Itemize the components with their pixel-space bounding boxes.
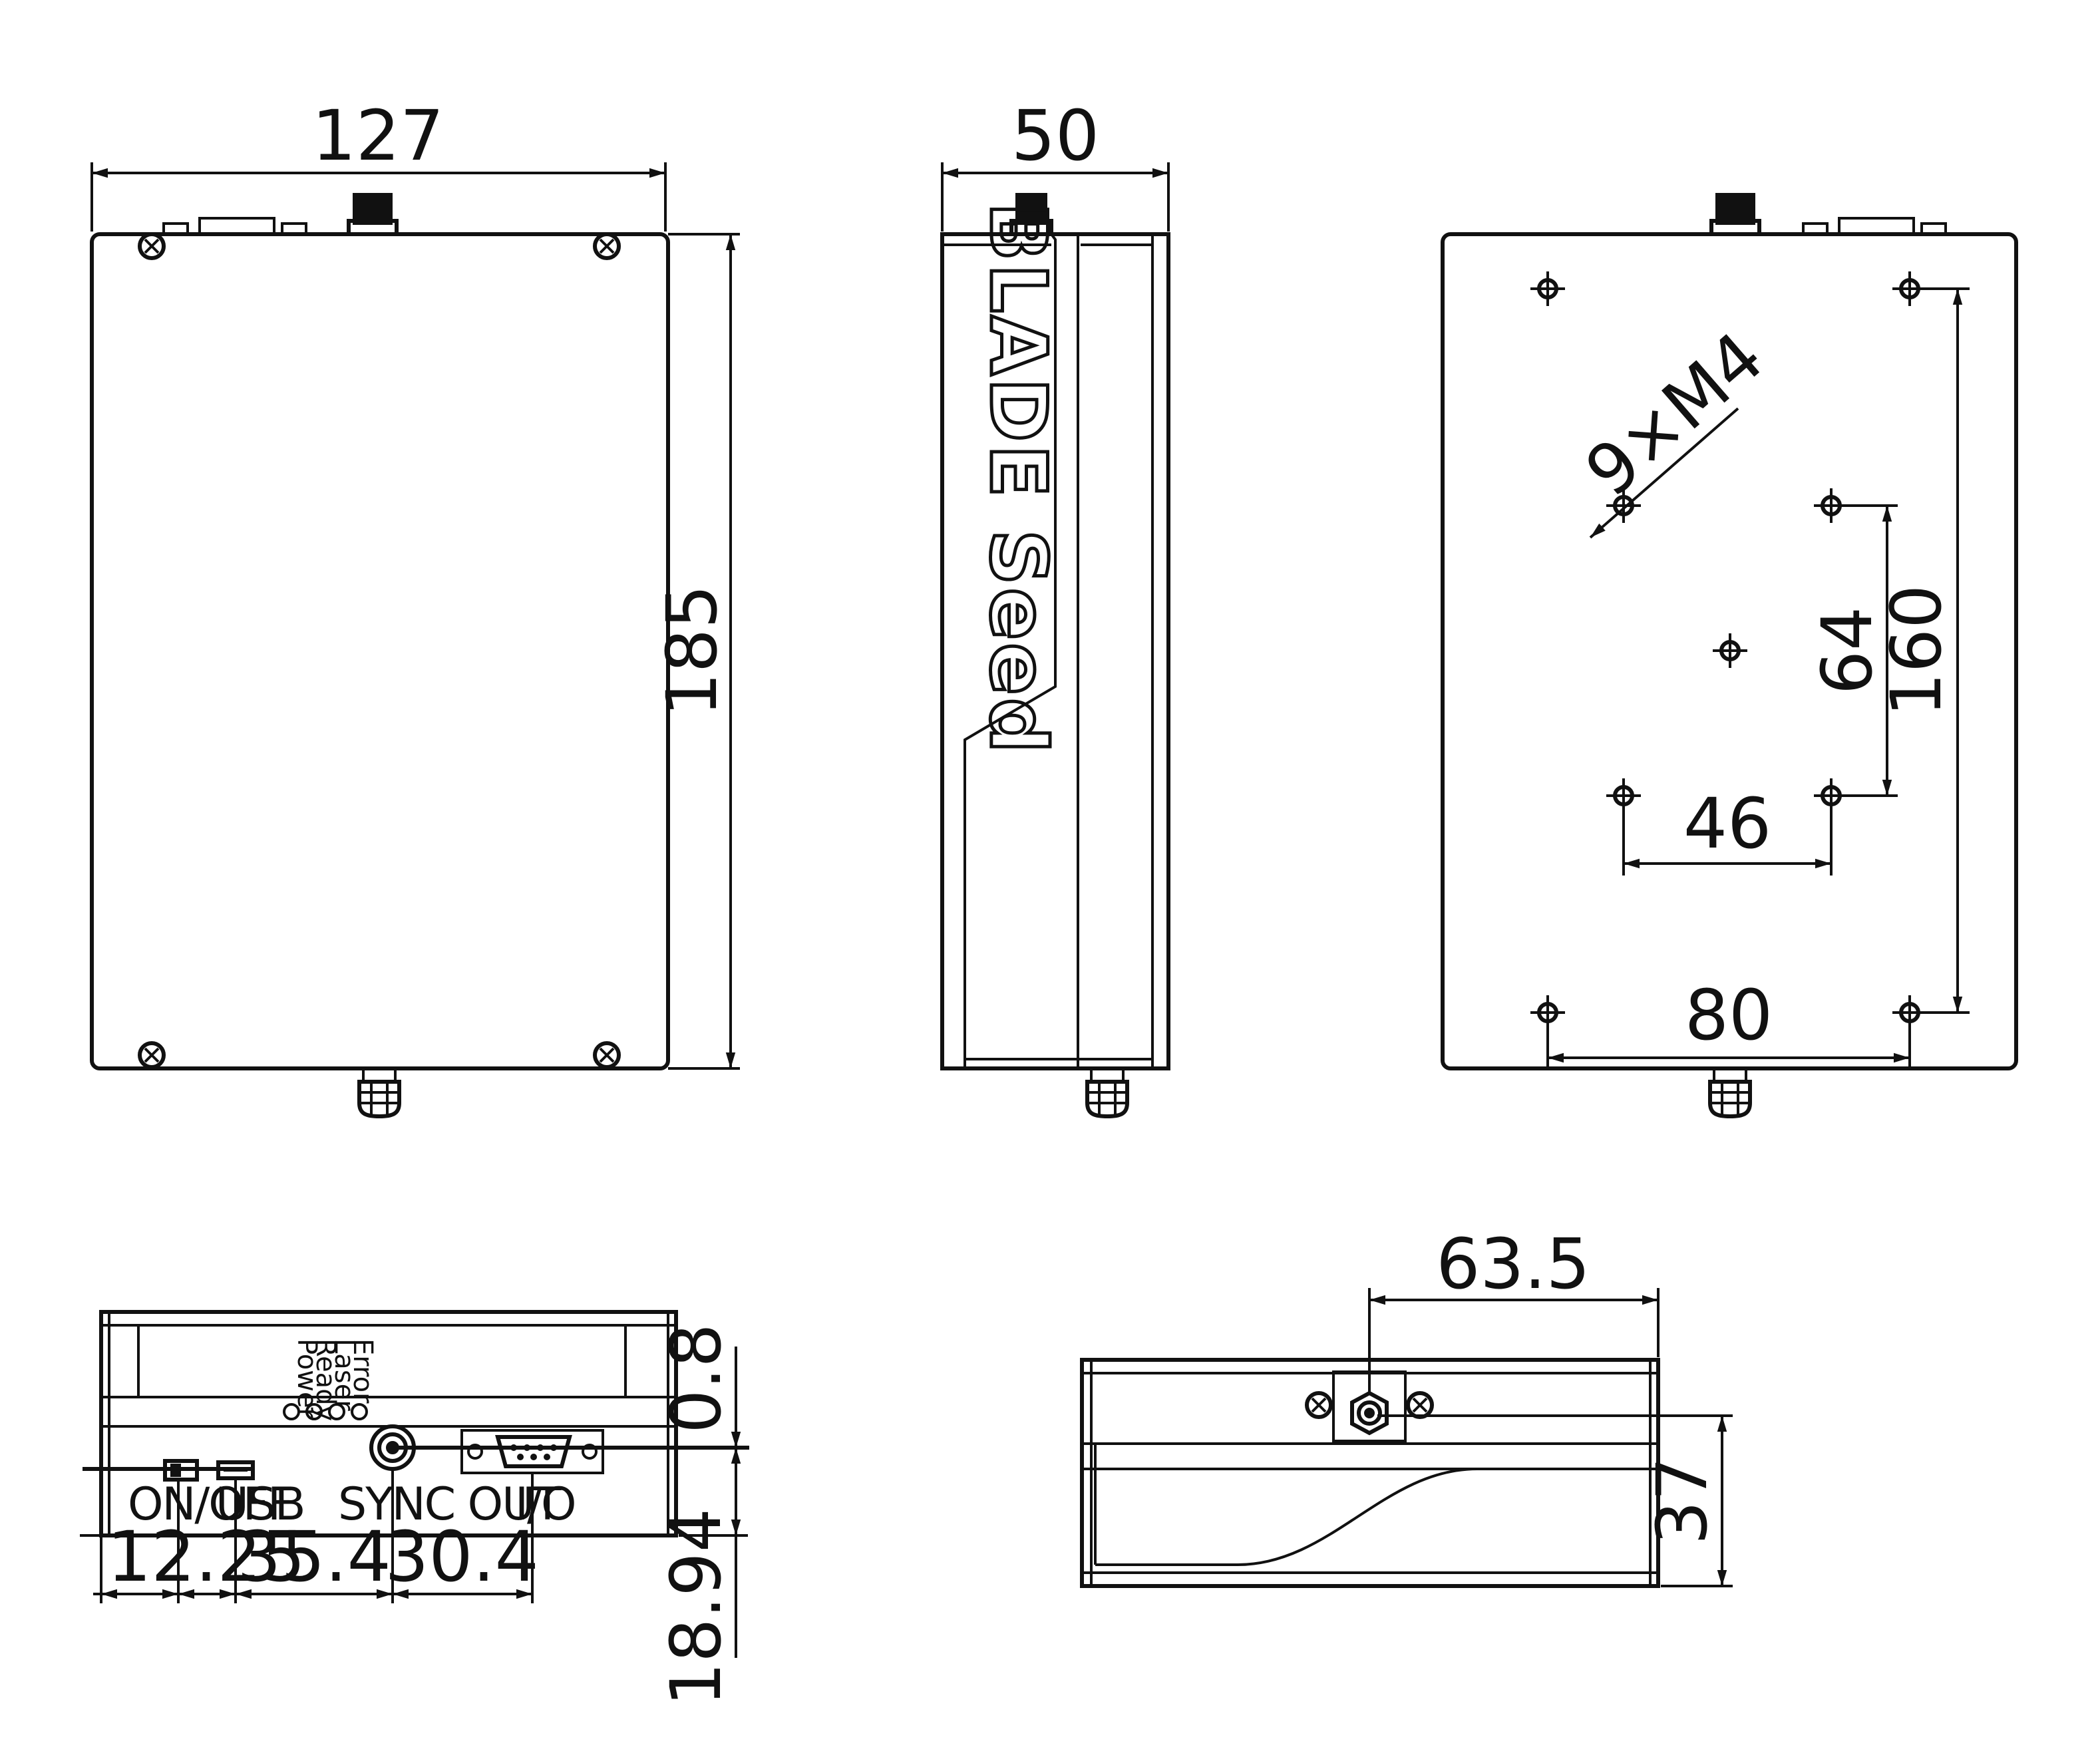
panel-view: Power Ready Laser Error ON/OFF USB SYNC … [80, 1310, 749, 1706]
screw-icon [1408, 1393, 1432, 1417]
led-label-ready: Ready [310, 1339, 341, 1421]
dim-width: 127 [312, 95, 444, 176]
front-db9-connector [198, 217, 275, 236]
port-label-io: I/O [515, 1478, 576, 1531]
dim-64: 64 [1807, 607, 1888, 695]
port-label-sync-out: SYNC OUT [338, 1478, 562, 1531]
mount-hole-icon [1530, 271, 1565, 306]
side-antenna-connector [1015, 193, 1047, 225]
led-indicator [351, 1403, 368, 1420]
dim-160: 160 [1876, 585, 1957, 717]
led-indicator [328, 1403, 345, 1420]
dim-80: 80 [1685, 975, 1773, 1056]
brand-label: BLADE Seed [973, 202, 1063, 756]
rear-sma-connector [1350, 1390, 1389, 1436]
rear-panel-view: 63.5 37 [1080, 1223, 1733, 1588]
dim-0-8: 0.8 [655, 1323, 737, 1433]
led-label-laser: Laser [329, 1339, 359, 1411]
cable-gland [1087, 1068, 1127, 1116]
led-label-error: Error [347, 1339, 378, 1404]
cable-gland [1710, 1068, 1750, 1116]
screw-icon [140, 234, 164, 258]
cable-gland [359, 1068, 399, 1116]
back-view: 9×M4 64 160 46 80 [1441, 193, 2018, 1116]
screw-icon [1307, 1393, 1331, 1417]
front-body [90, 232, 670, 1070]
dim-30-4: 30.4 [385, 1516, 539, 1597]
front-view: 127 185 [90, 95, 740, 1116]
port-label-on-off: ON/OFF [128, 1478, 292, 1531]
front-antenna-connector [353, 193, 393, 225]
led-indicator [305, 1403, 323, 1420]
mount-hole-icon [1713, 633, 1747, 668]
dim-35-4: 35.4 [237, 1516, 391, 1597]
dim-12-25: 12.25 [107, 1516, 305, 1597]
holes-callout: 9×M4 [1570, 316, 1779, 512]
screw-icon [595, 234, 619, 258]
screw-icon [595, 1043, 619, 1067]
dim-63-5: 63.5 [1436, 1223, 1590, 1305]
dim-46: 46 [1683, 783, 1771, 864]
dim-18-94: 18.94 [655, 1508, 737, 1706]
screw-icon [140, 1043, 164, 1067]
led-indicator [283, 1403, 300, 1420]
dim-37: 37 [1642, 1457, 1723, 1545]
back-antenna-connector [1715, 193, 1755, 225]
dim-height: 185 [651, 585, 733, 717]
dim-depth: 50 [1011, 95, 1099, 176]
side-view: BLADE Seed 50 [940, 95, 1170, 1116]
port-label-usb: USB [216, 1478, 305, 1531]
